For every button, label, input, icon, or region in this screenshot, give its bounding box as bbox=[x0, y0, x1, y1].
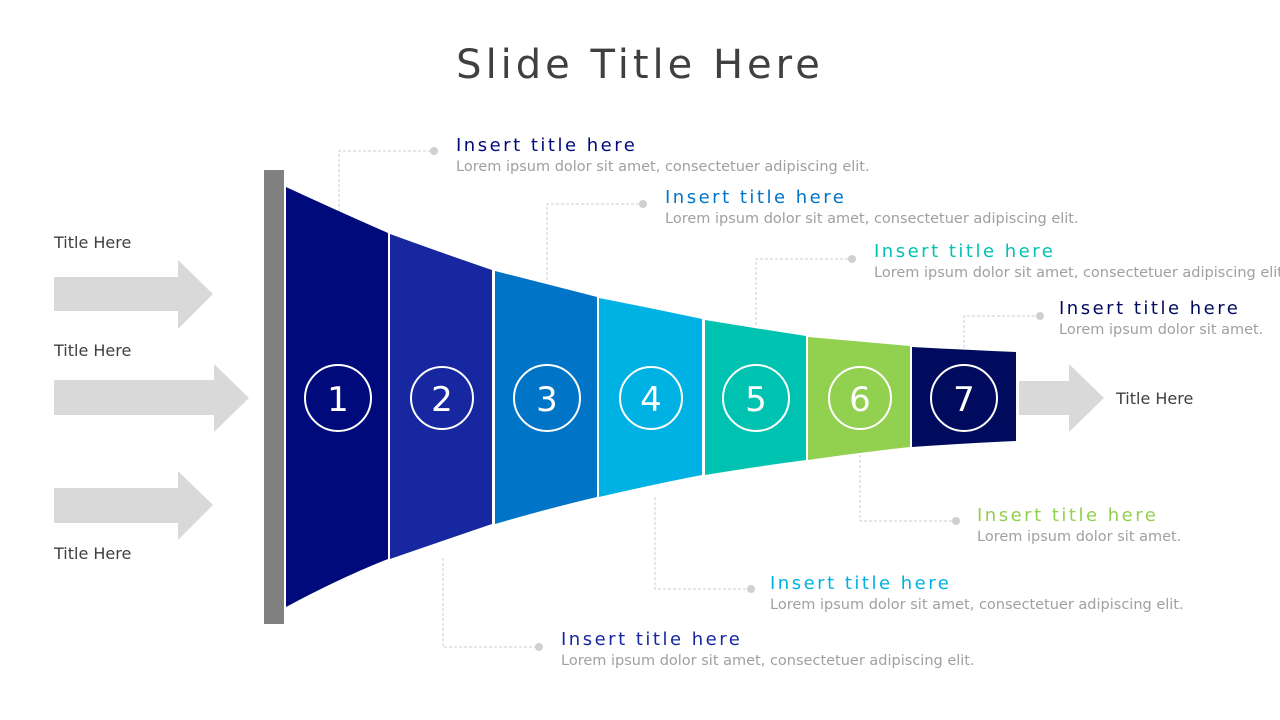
callout-step-2: Insert title here Lorem ipsum dolor sit … bbox=[561, 629, 975, 671]
callout-step-7: Insert title here Lorem ipsum dolor sit … bbox=[1059, 298, 1263, 340]
output-label: Title Here bbox=[1116, 389, 1194, 408]
callout-step-5: Insert title here Lorem ipsum dolor sit … bbox=[874, 241, 1280, 283]
step-number-2: 2 bbox=[431, 380, 453, 420]
input-label-1: Title Here bbox=[54, 233, 132, 252]
callout-description: Lorem ipsum dolor sit amet. bbox=[1059, 322, 1264, 338]
arrow-right-icon bbox=[1019, 364, 1104, 432]
step-number-7: 7 bbox=[953, 380, 975, 420]
callout-title: Insert title here bbox=[770, 573, 952, 594]
intake-bar bbox=[264, 170, 284, 624]
funnel-segment-4 bbox=[599, 298, 702, 497]
callout-description: Lorem ipsum dolor sit amet, consectetuer… bbox=[456, 159, 870, 175]
callout-title: Insert title here bbox=[665, 187, 847, 208]
callout-title: Insert title here bbox=[977, 505, 1159, 526]
callout-step-4: Insert title here Lorem ipsum dolor sit … bbox=[770, 573, 1184, 615]
callout-title: Insert title here bbox=[456, 135, 638, 156]
callout-description: Lorem ipsum dolor sit amet, consectetuer… bbox=[874, 265, 1280, 281]
funnel-segment-3 bbox=[495, 271, 597, 524]
callout-step-6: Insert title here Lorem ipsum dolor sit … bbox=[977, 505, 1181, 547]
callout-title: Insert title here bbox=[561, 629, 743, 650]
input-label-2: Title Here bbox=[54, 341, 132, 360]
step-circles bbox=[304, 364, 998, 432]
step-number-1: 1 bbox=[327, 380, 349, 420]
callout-title: Insert title here bbox=[874, 241, 1056, 262]
connector-step-1 bbox=[338, 150, 434, 212]
step-number-5: 5 bbox=[745, 380, 767, 420]
step-circle-2 bbox=[410, 366, 474, 430]
funnel-segment-2 bbox=[390, 234, 492, 559]
connector-dots bbox=[430, 147, 1044, 651]
arrow-right-icon bbox=[54, 260, 213, 329]
step-circle-1 bbox=[304, 364, 372, 432]
funnel-segments bbox=[286, 187, 1016, 607]
arrow-right-icon bbox=[54, 471, 213, 540]
step-circle-4 bbox=[619, 366, 683, 430]
callout-description: Lorem ipsum dolor sit amet. bbox=[977, 529, 1182, 545]
funnel-segment-5 bbox=[705, 320, 806, 475]
connector-step-7 bbox=[963, 315, 1040, 348]
callout-step-1: Insert title here Lorem ipsum dolor sit … bbox=[456, 135, 870, 177]
connector-step-3 bbox=[546, 203, 643, 280]
connector-step-2 bbox=[442, 558, 539, 648]
callout-description: Lorem ipsum dolor sit amet, consectetuer… bbox=[665, 211, 1079, 227]
step-numbers: 1 2 3 4 5 6 7 bbox=[327, 380, 975, 420]
callout-description: Lorem ipsum dolor sit amet, consectetuer… bbox=[561, 653, 975, 669]
callout-step-3: Insert title here Lorem ipsum dolor sit … bbox=[665, 187, 1079, 229]
step-circle-6 bbox=[828, 366, 892, 430]
connector-lines bbox=[338, 150, 1040, 648]
step-circle-3 bbox=[513, 364, 581, 432]
callout-title: Insert title here bbox=[1059, 298, 1241, 319]
input-arrows bbox=[54, 260, 1104, 540]
funnel-segment-7 bbox=[912, 347, 1016, 447]
step-number-4: 4 bbox=[640, 380, 662, 420]
step-number-6: 6 bbox=[849, 380, 871, 420]
slide-title: Slide Title Here bbox=[456, 42, 824, 88]
step-circle-5 bbox=[722, 364, 790, 432]
step-circle-7 bbox=[930, 364, 998, 432]
connector-step-6 bbox=[859, 455, 956, 522]
connector-step-4 bbox=[654, 497, 751, 590]
connector-step-5 bbox=[755, 258, 852, 325]
step-number-3: 3 bbox=[536, 380, 558, 420]
callout-description: Lorem ipsum dolor sit amet, consectetuer… bbox=[770, 597, 1184, 613]
input-label-3: Title Here bbox=[54, 544, 132, 563]
funnel-segment-6 bbox=[808, 337, 910, 460]
arrow-right-icon bbox=[54, 364, 249, 432]
funnel-segment-1 bbox=[286, 187, 388, 607]
